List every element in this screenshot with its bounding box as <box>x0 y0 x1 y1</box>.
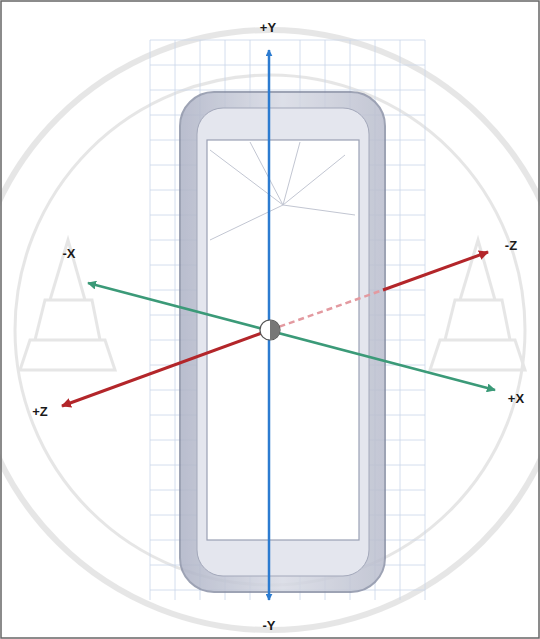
origin-sphere <box>260 320 280 340</box>
z-axis-negative <box>383 252 488 290</box>
phone-outline <box>180 92 385 592</box>
z-axis-positive <box>62 330 270 406</box>
axis-label: -Y <box>263 619 276 632</box>
axis-label: +Z <box>32 405 48 418</box>
z-axis-hidden <box>270 290 383 330</box>
axis-label: -Z <box>505 239 517 252</box>
watermark <box>0 30 540 630</box>
axis-label: -X <box>63 247 76 260</box>
background-grid <box>150 40 425 600</box>
axis-label: +Y <box>260 21 276 34</box>
axis-label: +X <box>508 392 524 405</box>
